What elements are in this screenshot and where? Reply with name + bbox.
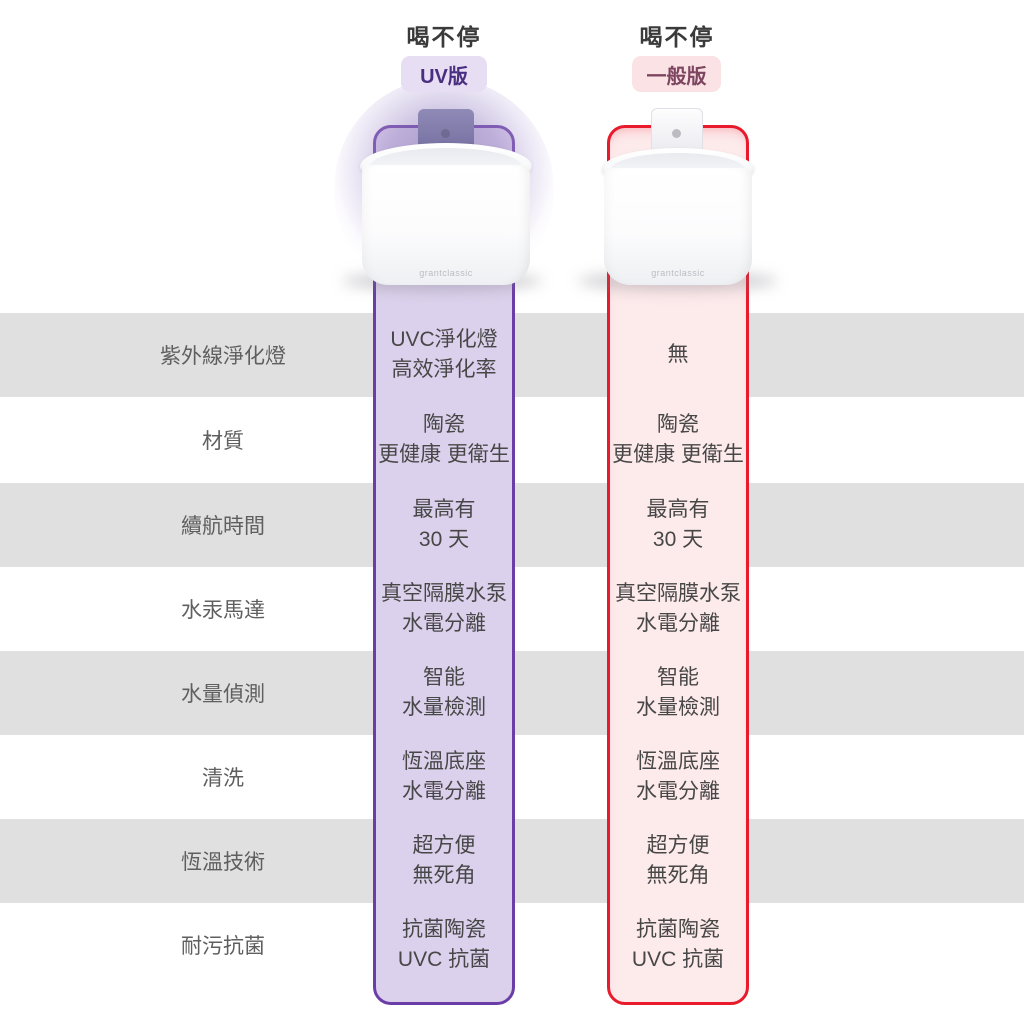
spec-value-line: 無: [667, 343, 689, 366]
uv-spec-cell: 智能水量檢測: [373, 651, 515, 735]
uv-fountain-image: grantclassic: [360, 105, 532, 285]
uv-brand-logo: grantclassic: [419, 268, 473, 278]
spec-row-label: 恆溫技術: [181, 851, 265, 874]
spec-value-line: 超方便: [412, 834, 476, 857]
spec-row-label: 水量偵測: [181, 683, 265, 706]
spec-value-line: 30 天: [652, 528, 704, 551]
spec-value-line: 智能: [657, 666, 699, 689]
regular-fountain-body: grantclassic: [604, 168, 752, 285]
uv-spec-cell: 超方便無死角: [373, 819, 515, 903]
spec-value-line: 抗菌陶瓷: [402, 918, 486, 941]
spec-value-line: 更健康 更衛生: [378, 443, 510, 466]
regular-spec-cell: 抗菌陶瓷 UVC 抗菌: [607, 903, 749, 987]
spec-value-line: UVC淨化燈: [390, 328, 498, 351]
spec-value-line: 恆溫底座: [636, 750, 720, 773]
spec-value-line: 抗菌陶瓷: [636, 918, 720, 941]
regular-spec-cell: 最高有 30 天: [607, 483, 749, 567]
regular-brand-logo: grantclassic: [651, 268, 705, 278]
regular-version-badge: 一般版: [632, 56, 721, 92]
uv-spec-cell: 陶瓷更健康 更衛生: [373, 397, 515, 483]
regular-spec-cell: 無: [607, 313, 749, 397]
spec-value-line: 無死角: [646, 864, 710, 887]
uv-spec-cell: UVC淨化燈高效淨化率: [373, 313, 515, 397]
uv-fountain-body: grantclassic: [362, 165, 530, 285]
spec-value-line: 水電分離: [402, 612, 486, 635]
uv-spec-cell: 最高有 30 天: [373, 483, 515, 567]
regular-fountain-image: grantclassic: [602, 108, 754, 285]
uv-version-badge: UV版: [401, 56, 487, 92]
regular-spec-cell: 超方便無死角: [607, 819, 749, 903]
spec-row-label: 續航時間: [181, 515, 265, 538]
uv-spec-cell: 真空隔膜水泵水電分離: [373, 567, 515, 651]
regular-spec-cell: 陶瓷更健康 更衛生: [607, 397, 749, 483]
spec-row-label: 耐污抗菌: [181, 935, 265, 958]
spec-value-line: 水電分離: [636, 780, 720, 803]
spec-row-label: 水汞馬達: [181, 599, 265, 622]
spec-value-line: 更健康 更衛生: [612, 443, 744, 466]
spec-value-line: 無死角: [412, 864, 476, 887]
regular-spec-cell: 智能水量檢測: [607, 651, 749, 735]
spec-value-line: 智能: [423, 666, 465, 689]
spec-row-label: 紫外線淨化燈: [160, 345, 286, 368]
regular-product-title: 喝不停: [639, 24, 715, 50]
spec-value-line: 最高有: [412, 498, 476, 521]
spec-value-line: 30 天: [418, 528, 470, 551]
spec-value-line: 水量檢測: [636, 696, 720, 719]
spec-value-line: 水電分離: [402, 780, 486, 803]
spec-value-line: 陶瓷: [657, 413, 699, 436]
spec-value-line: 高效淨化率: [391, 358, 497, 381]
spec-value-line: 真空隔膜水泵: [615, 582, 741, 605]
spec-value-line: 超方便: [646, 834, 710, 857]
spec-value-line: 最高有: [646, 498, 710, 521]
spec-value-line: UVC 抗菌: [631, 948, 725, 971]
spec-value-line: UVC 抗菌: [397, 948, 491, 971]
regular-spec-cell: 真空隔膜水泵水電分離: [607, 567, 749, 651]
spec-value-line: 真空隔膜水泵: [381, 582, 507, 605]
regular-spec-cell: 恆溫底座水電分離: [607, 735, 749, 819]
uv-spec-cell: 恆溫底座水電分離: [373, 735, 515, 819]
spec-value-line: 水電分離: [636, 612, 720, 635]
spec-value-line: 水量檢測: [402, 696, 486, 719]
spec-row-label: 材質: [202, 430, 244, 453]
spec-row-label: 清洗: [202, 767, 244, 790]
uv-spec-cell: 抗菌陶瓷 UVC 抗菌: [373, 903, 515, 987]
spec-value-line: 恆溫底座: [402, 750, 486, 773]
spec-value-line: 陶瓷: [423, 413, 465, 436]
uv-product-title: 喝不停: [406, 24, 482, 50]
